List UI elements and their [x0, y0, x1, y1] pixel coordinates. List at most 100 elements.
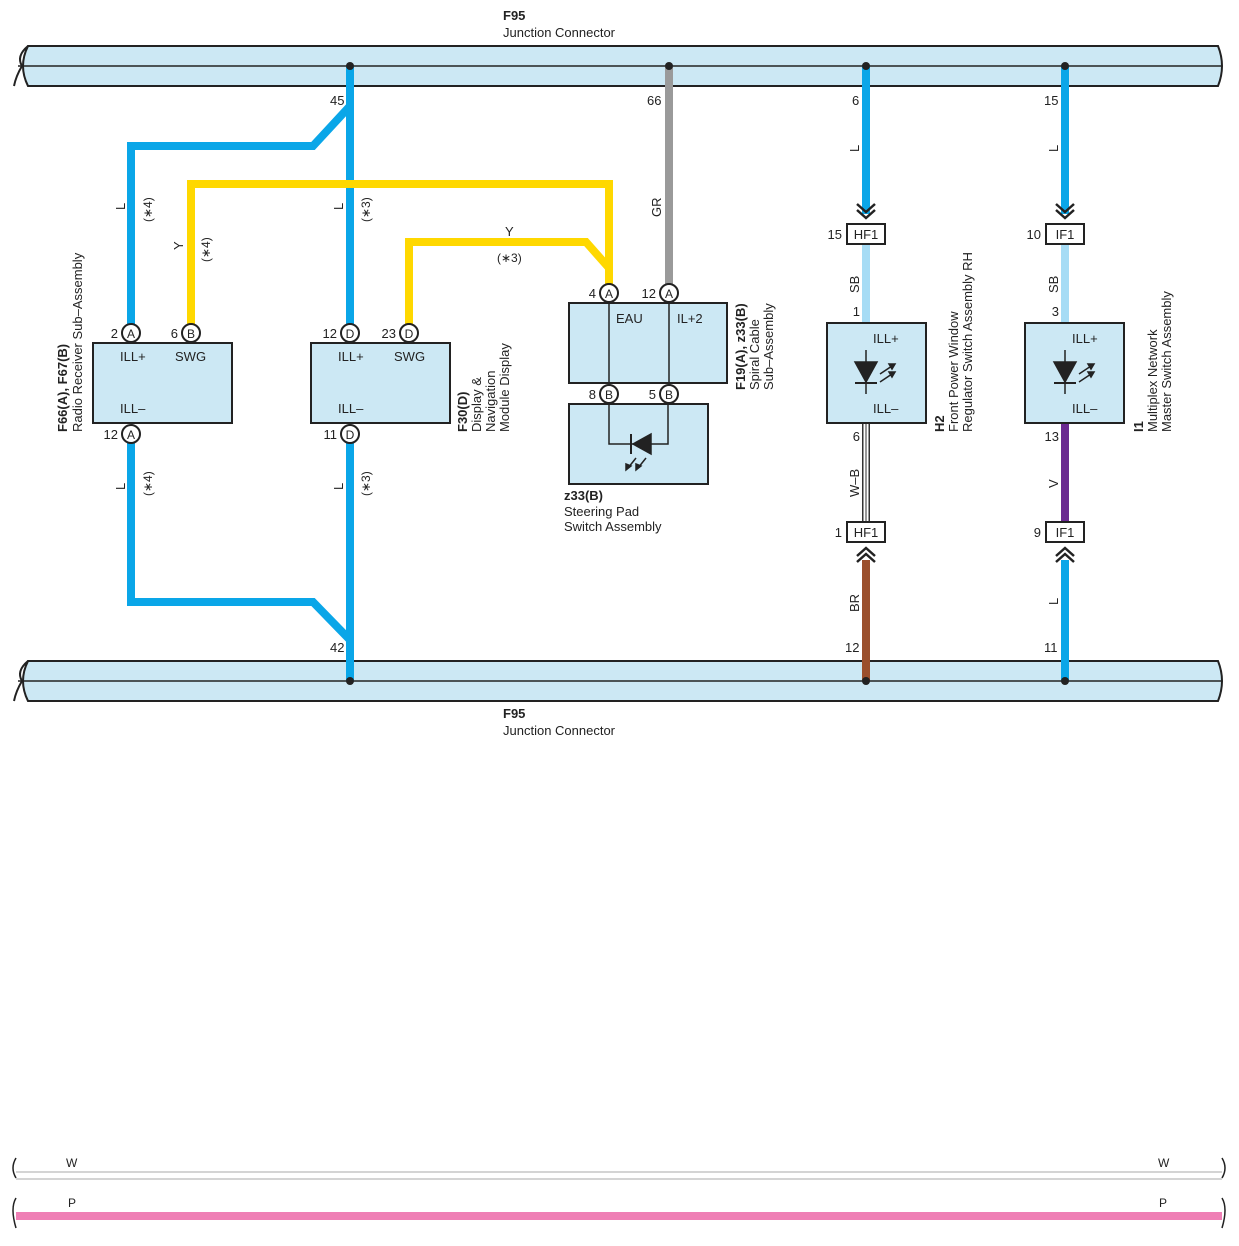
label-v: V — [1046, 479, 1061, 488]
svg-text:IF1: IF1 — [1056, 525, 1075, 540]
label-y-1: Y — [171, 241, 186, 250]
label-w-b: W–B — [847, 469, 862, 497]
spiral-cable-box — [568, 302, 728, 384]
label-n4-3: (∗4) — [141, 471, 155, 496]
i1-switch-box — [1024, 322, 1125, 424]
display-terminal-ill-plus: ILL+ — [338, 349, 364, 364]
svg-text:12: 12 — [642, 286, 656, 301]
h2-code: H2 — [932, 415, 947, 432]
display-terminal-ill-minus: ILL– — [338, 401, 364, 416]
label-n4-1: (∗4) — [141, 197, 155, 222]
spiral-label: F19(A), z33(B) Spiral Cable Sub–Assembly — [733, 303, 776, 390]
hf1-top-connector: HF1 — [846, 203, 886, 245]
svg-text:IF1: IF1 — [1056, 227, 1075, 242]
pin-bot-42: 42 — [330, 640, 344, 655]
bottom-connector-code: F95 — [503, 706, 525, 721]
steering-name-1: Steering Pad — [564, 504, 639, 519]
label-l-2: L — [331, 203, 346, 210]
h2-switch-box — [826, 322, 927, 424]
svg-text:13: 13 — [1045, 429, 1059, 444]
svg-text:6: 6 — [853, 429, 860, 444]
svg-text:B: B — [665, 388, 673, 402]
pin-top-66: 66 — [647, 93, 661, 108]
label-n3-1: (∗3) — [359, 197, 373, 222]
svg-text:A: A — [665, 287, 673, 301]
top-connector-code: F95 — [503, 8, 525, 23]
bottom-junction-bus — [13, 660, 1223, 702]
wire-l-ill-plus — [127, 66, 354, 324]
radio-terminal-ill-minus: ILL– — [120, 401, 146, 416]
label-l-4: L — [1046, 145, 1061, 152]
legend-w-left: W — [66, 1156, 78, 1170]
bus-junction-dots — [346, 62, 1069, 685]
svg-text:1: 1 — [853, 304, 860, 319]
h2-name-1: Front Power Window — [946, 311, 961, 432]
h2-terminal-ill-minus: ILL– — [873, 401, 899, 416]
spiral-terminal-il2: IL+2 — [677, 311, 703, 326]
i1-led-icon — [1052, 350, 1096, 394]
top-connector-name: Junction Connector — [503, 25, 616, 40]
pin-letters: A B A D D D A A B B — [127, 287, 673, 442]
hf1-bottom-connector: HF1 — [846, 521, 886, 563]
svg-text:B: B — [605, 388, 613, 402]
wire-color-labels: L (∗4) Y (∗4) L (∗3) GR L L SB SB W–B V … — [113, 145, 1061, 612]
h2-label: H2 Front Power Window Regulator Switch A… — [932, 252, 975, 432]
pin-circles — [121, 283, 679, 444]
bottom-connector-name: Junction Connector — [503, 723, 616, 738]
svg-text:D: D — [346, 428, 355, 442]
spiral-terminal-eau: EAU — [616, 311, 643, 326]
display-terminal-swg: SWG — [394, 349, 425, 364]
label-l-5: L — [1046, 598, 1061, 605]
svg-text:23: 23 — [382, 326, 396, 341]
pin-top-6: 6 — [852, 93, 859, 108]
label-n4-2: (∗4) — [199, 237, 213, 262]
svg-text:4: 4 — [589, 286, 596, 301]
label-l-3: L — [847, 145, 862, 152]
legend-p-line — [12, 1197, 1226, 1229]
i1-code: I1 — [1131, 421, 1146, 432]
if1-bottom-connector: IF1 — [1045, 521, 1085, 563]
legend-w-right: W — [1158, 1156, 1170, 1170]
h2-terminal-ill-plus: ILL+ — [873, 331, 899, 346]
svg-text:6: 6 — [171, 326, 178, 341]
svg-text:A: A — [605, 287, 613, 301]
radio-receiver-box — [92, 342, 233, 424]
radio-terminal-swg: SWG — [175, 349, 206, 364]
steering-code: z33(B) — [564, 488, 603, 503]
h2-led-icon — [853, 350, 897, 394]
svg-text:D: D — [346, 327, 355, 341]
label-gr: GR — [649, 198, 664, 218]
svg-text:8: 8 — [589, 387, 596, 402]
svg-text:12: 12 — [323, 326, 337, 341]
wire-y-swg — [187, 180, 613, 324]
label-n3-3: (∗3) — [497, 251, 522, 265]
label-l-7: L — [331, 483, 346, 490]
component-pin-numbers: 2 6 12 12 23 11 4 12 8 5 1 6 3 13 15 1 1… — [104, 227, 1059, 540]
steering-name-2: Switch Assembly — [564, 519, 662, 534]
svg-text:B: B — [187, 327, 195, 341]
h2-name-2: Regulator Switch Assembly RH — [960, 252, 975, 432]
pin-bot-12: 12 — [845, 640, 859, 655]
spiral-name-2: Sub–Assembly — [761, 303, 776, 390]
i1-label: I1 Multiplex Network Master Switch Assem… — [1131, 291, 1174, 432]
svg-text:12: 12 — [104, 427, 118, 442]
svg-text:11: 11 — [324, 427, 338, 442]
svg-text:D: D — [405, 327, 414, 341]
label-l-6: L — [113, 483, 128, 490]
label-n3-2: (∗3) — [359, 471, 373, 496]
i1-name-2: Master Switch Assembly — [1159, 291, 1174, 432]
pin-top-15: 15 — [1044, 93, 1058, 108]
svg-text:3: 3 — [1052, 304, 1059, 319]
pin-top-45: 45 — [330, 93, 344, 108]
spiral-name-1: Spiral Cable — [747, 319, 762, 390]
legend-p-right: P — [1159, 1196, 1167, 1210]
svg-text:5: 5 — [649, 387, 656, 402]
i1-name-1: Multiplex Network — [1145, 329, 1160, 432]
pin-bot-11: 11 — [1044, 640, 1058, 655]
svg-text:10: 10 — [1027, 227, 1041, 242]
top-junction-bus — [13, 45, 1223, 87]
display-box — [310, 342, 451, 424]
svg-text:A: A — [127, 327, 135, 341]
legend-w-line — [12, 1157, 1226, 1180]
